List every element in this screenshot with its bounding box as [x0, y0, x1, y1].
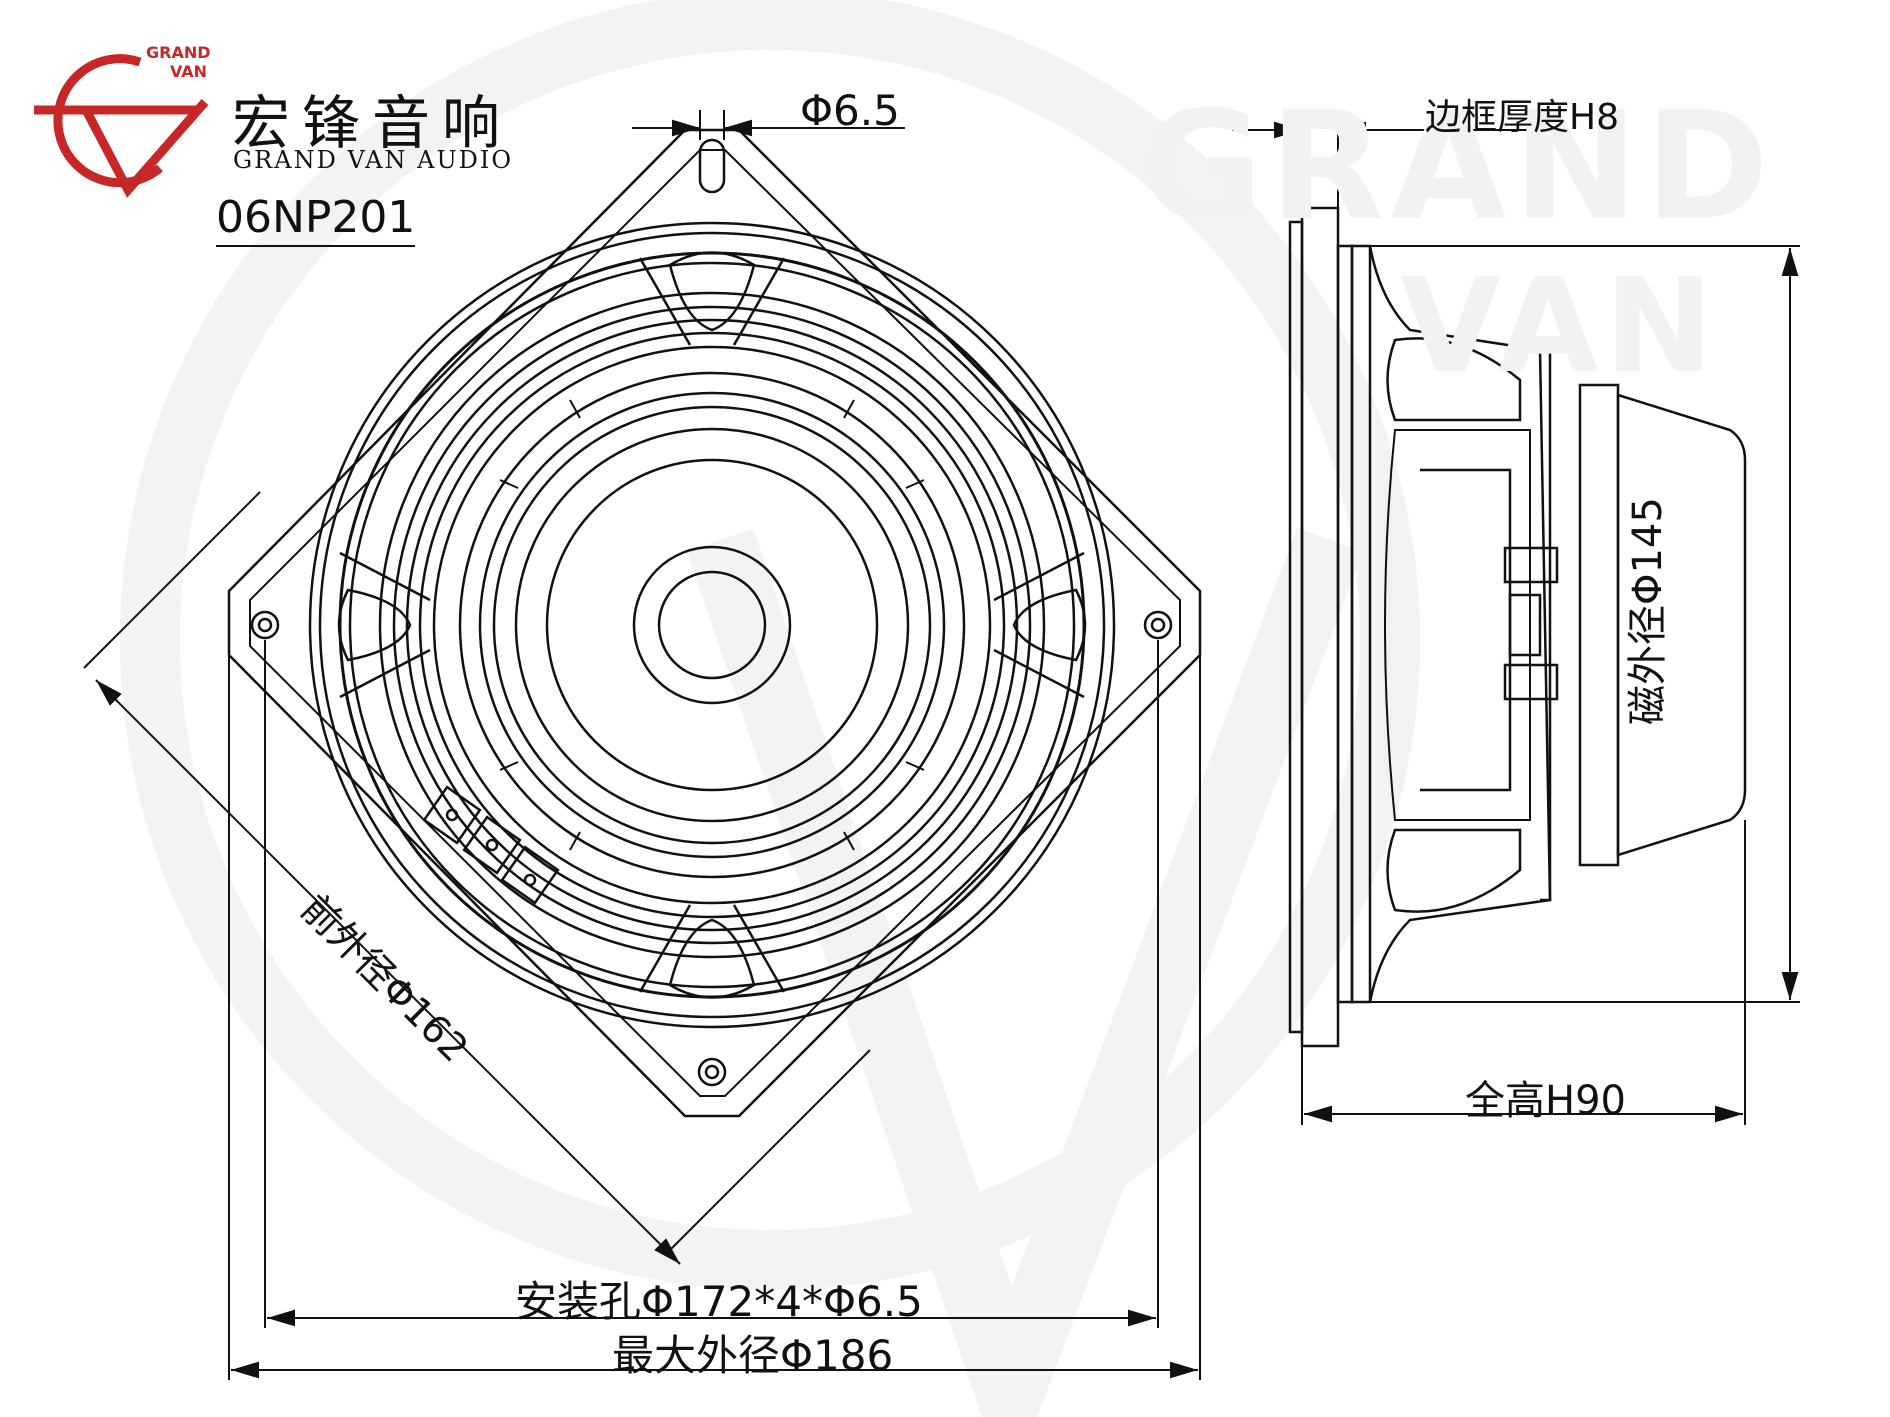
- watermark-text-1: GRAND: [1140, 80, 1775, 254]
- side-dimensions: [1232, 120, 1800, 1125]
- watermark-ring: [120, 0, 1420, 1290]
- watermark-text-2: VAN: [1400, 250, 1720, 402]
- slot-hole-top: [698, 138, 726, 194]
- mount-hole-right: [1143, 610, 1173, 640]
- magnet-cup: [1616, 393, 1747, 857]
- model-number: 06NP201: [216, 192, 416, 247]
- brand-name-en: GRAND VAN AUDIO: [233, 146, 514, 174]
- brand-mark-line1: GRAND: [146, 43, 211, 62]
- mount-hole-left: [250, 610, 280, 640]
- brand-mark-line2: VAN: [170, 62, 208, 81]
- brand-logo-icon: [34, 54, 209, 198]
- frame-outline: [227, 128, 1202, 1118]
- mount-hole-bottom: [697, 1057, 727, 1087]
- side-view: [1288, 206, 1747, 1048]
- label-frame-thickness: 边框厚度H8: [1425, 97, 1619, 138]
- watermark-v: [686, 527, 1363, 1417]
- terminal-block: [422, 785, 560, 905]
- label-total-height: 全高H90: [1465, 1078, 1626, 1124]
- magnet-plate: [1578, 383, 1620, 867]
- side-terminal-bottom: [1503, 663, 1559, 701]
- brand-name-cn: 宏锋音响: [232, 89, 513, 157]
- front-diameter-line: [95, 679, 681, 1265]
- label-max-diameter: 最大外径Φ186: [612, 1331, 894, 1380]
- side-terminal-top: [1503, 546, 1559, 584]
- label-magnet-diameter: 磁外径Φ145: [1625, 497, 1671, 725]
- front-dimensions: [83, 110, 1201, 1380]
- front-view: [227, 128, 1202, 1118]
- dust-cap: [545, 458, 879, 792]
- label-slot-hole: Φ6.5: [800, 86, 900, 135]
- label-mounting-holes: 安装孔Φ172*4*Φ6.5: [515, 1277, 923, 1326]
- basket-spokes: [337, 251, 1087, 999]
- vent-slots: [499, 399, 925, 851]
